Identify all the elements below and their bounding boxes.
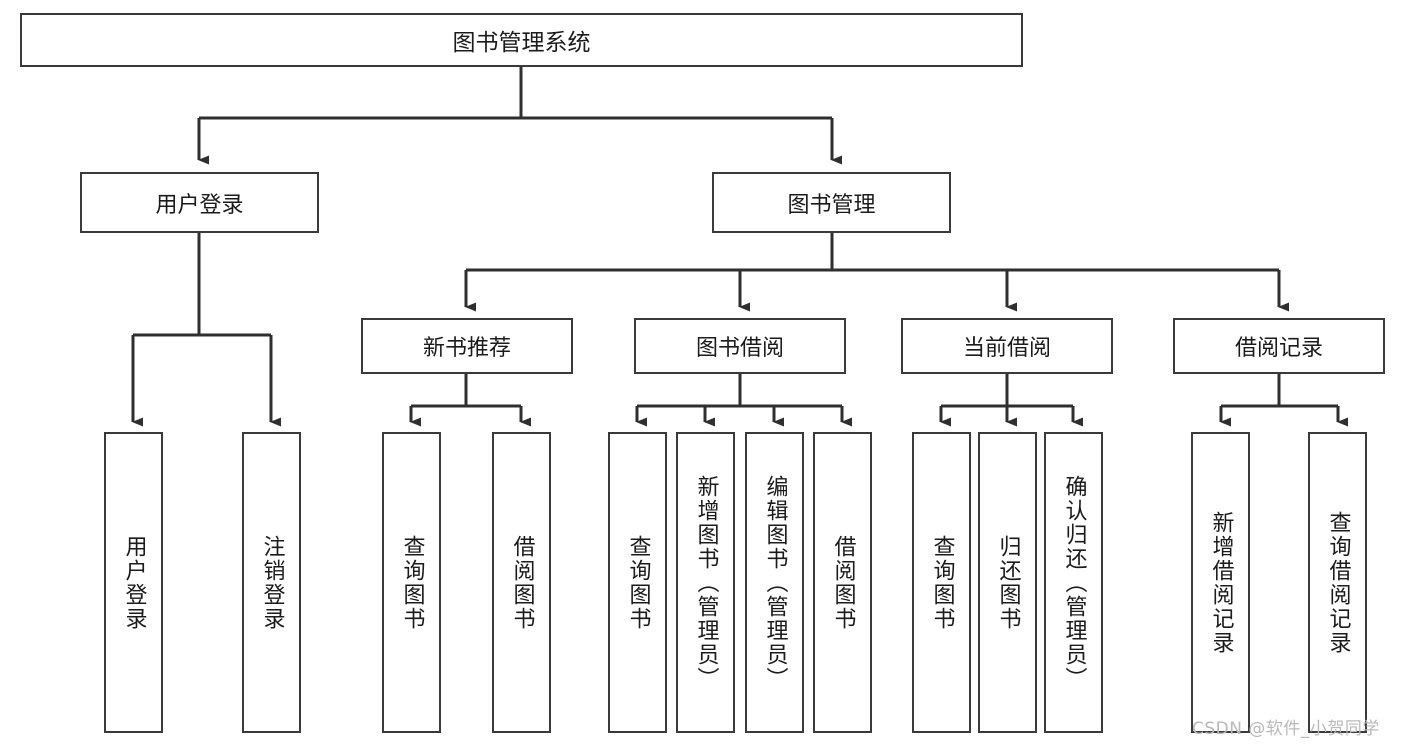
- node-label: 新增图书（管理员）: [693, 474, 719, 691]
- node-leaf-return-book[interactable]: 归还图书: [978, 432, 1037, 733]
- node-borrow-record[interactable]: 借阅记录: [1173, 318, 1385, 374]
- node-label: 确认归还（管理员）: [1061, 474, 1087, 691]
- node-label: 借阅图书: [509, 534, 535, 631]
- node-new-book-recommend[interactable]: 新书推荐: [361, 318, 573, 374]
- csdn-watermark: CSDN @软件_小贺同学: [1192, 719, 1380, 739]
- node-leaf-add-book[interactable]: 新增图书（管理员）: [676, 432, 735, 733]
- node-leaf-edit-book[interactable]: 编辑图书（管理员）: [745, 432, 804, 733]
- node-leaf-add-record[interactable]: 新增借阅记录: [1191, 432, 1250, 733]
- node-label: 用户登录: [121, 534, 147, 631]
- node-leaf-user-login[interactable]: 用户登录: [104, 432, 163, 733]
- node-label: 借阅记录: [1234, 336, 1323, 361]
- node-book-management[interactable]: 图书管理: [712, 172, 951, 233]
- node-label: 注销登录: [259, 534, 285, 631]
- node-label: 图书借阅: [695, 336, 784, 361]
- node-label: 用户登录: [155, 192, 244, 218]
- node-leaf-borrow-book-1[interactable]: 借阅图书: [492, 432, 551, 733]
- node-label: 当前借阅: [962, 336, 1051, 361]
- node-label: 借阅图书: [830, 534, 856, 631]
- node-leaf-query-book-3[interactable]: 查询图书: [912, 432, 971, 733]
- node-leaf-query-record[interactable]: 查询借阅记录: [1308, 432, 1367, 733]
- node-label: 查询图书: [625, 534, 651, 631]
- node-label: 图书管理: [787, 192, 876, 218]
- node-label: 查询图书: [399, 534, 425, 631]
- node-label: 编辑图书（管理员）: [762, 474, 788, 691]
- node-label: 归还图书: [995, 534, 1021, 631]
- node-root-book-management-system[interactable]: 图书管理系统: [20, 13, 1023, 67]
- node-label: 图书管理系统: [452, 30, 591, 56]
- node-label: 查询图书: [929, 534, 955, 631]
- node-leaf-query-book-2[interactable]: 查询图书: [608, 432, 667, 733]
- node-label: 查询借阅记录: [1325, 510, 1351, 655]
- node-user-login[interactable]: 用户登录: [80, 172, 319, 233]
- node-label: 新书推荐: [422, 336, 511, 361]
- node-leaf-confirm-return[interactable]: 确认归还（管理员）: [1044, 432, 1103, 733]
- node-leaf-query-book-1[interactable]: 查询图书: [382, 432, 441, 733]
- node-book-borrow[interactable]: 图书借阅: [634, 318, 846, 374]
- node-current-borrow[interactable]: 当前借阅: [901, 318, 1113, 374]
- node-leaf-logout-login[interactable]: 注销登录: [242, 432, 301, 733]
- node-leaf-borrow-book-2[interactable]: 借阅图书: [813, 432, 872, 733]
- node-label: 新增借阅记录: [1208, 510, 1234, 655]
